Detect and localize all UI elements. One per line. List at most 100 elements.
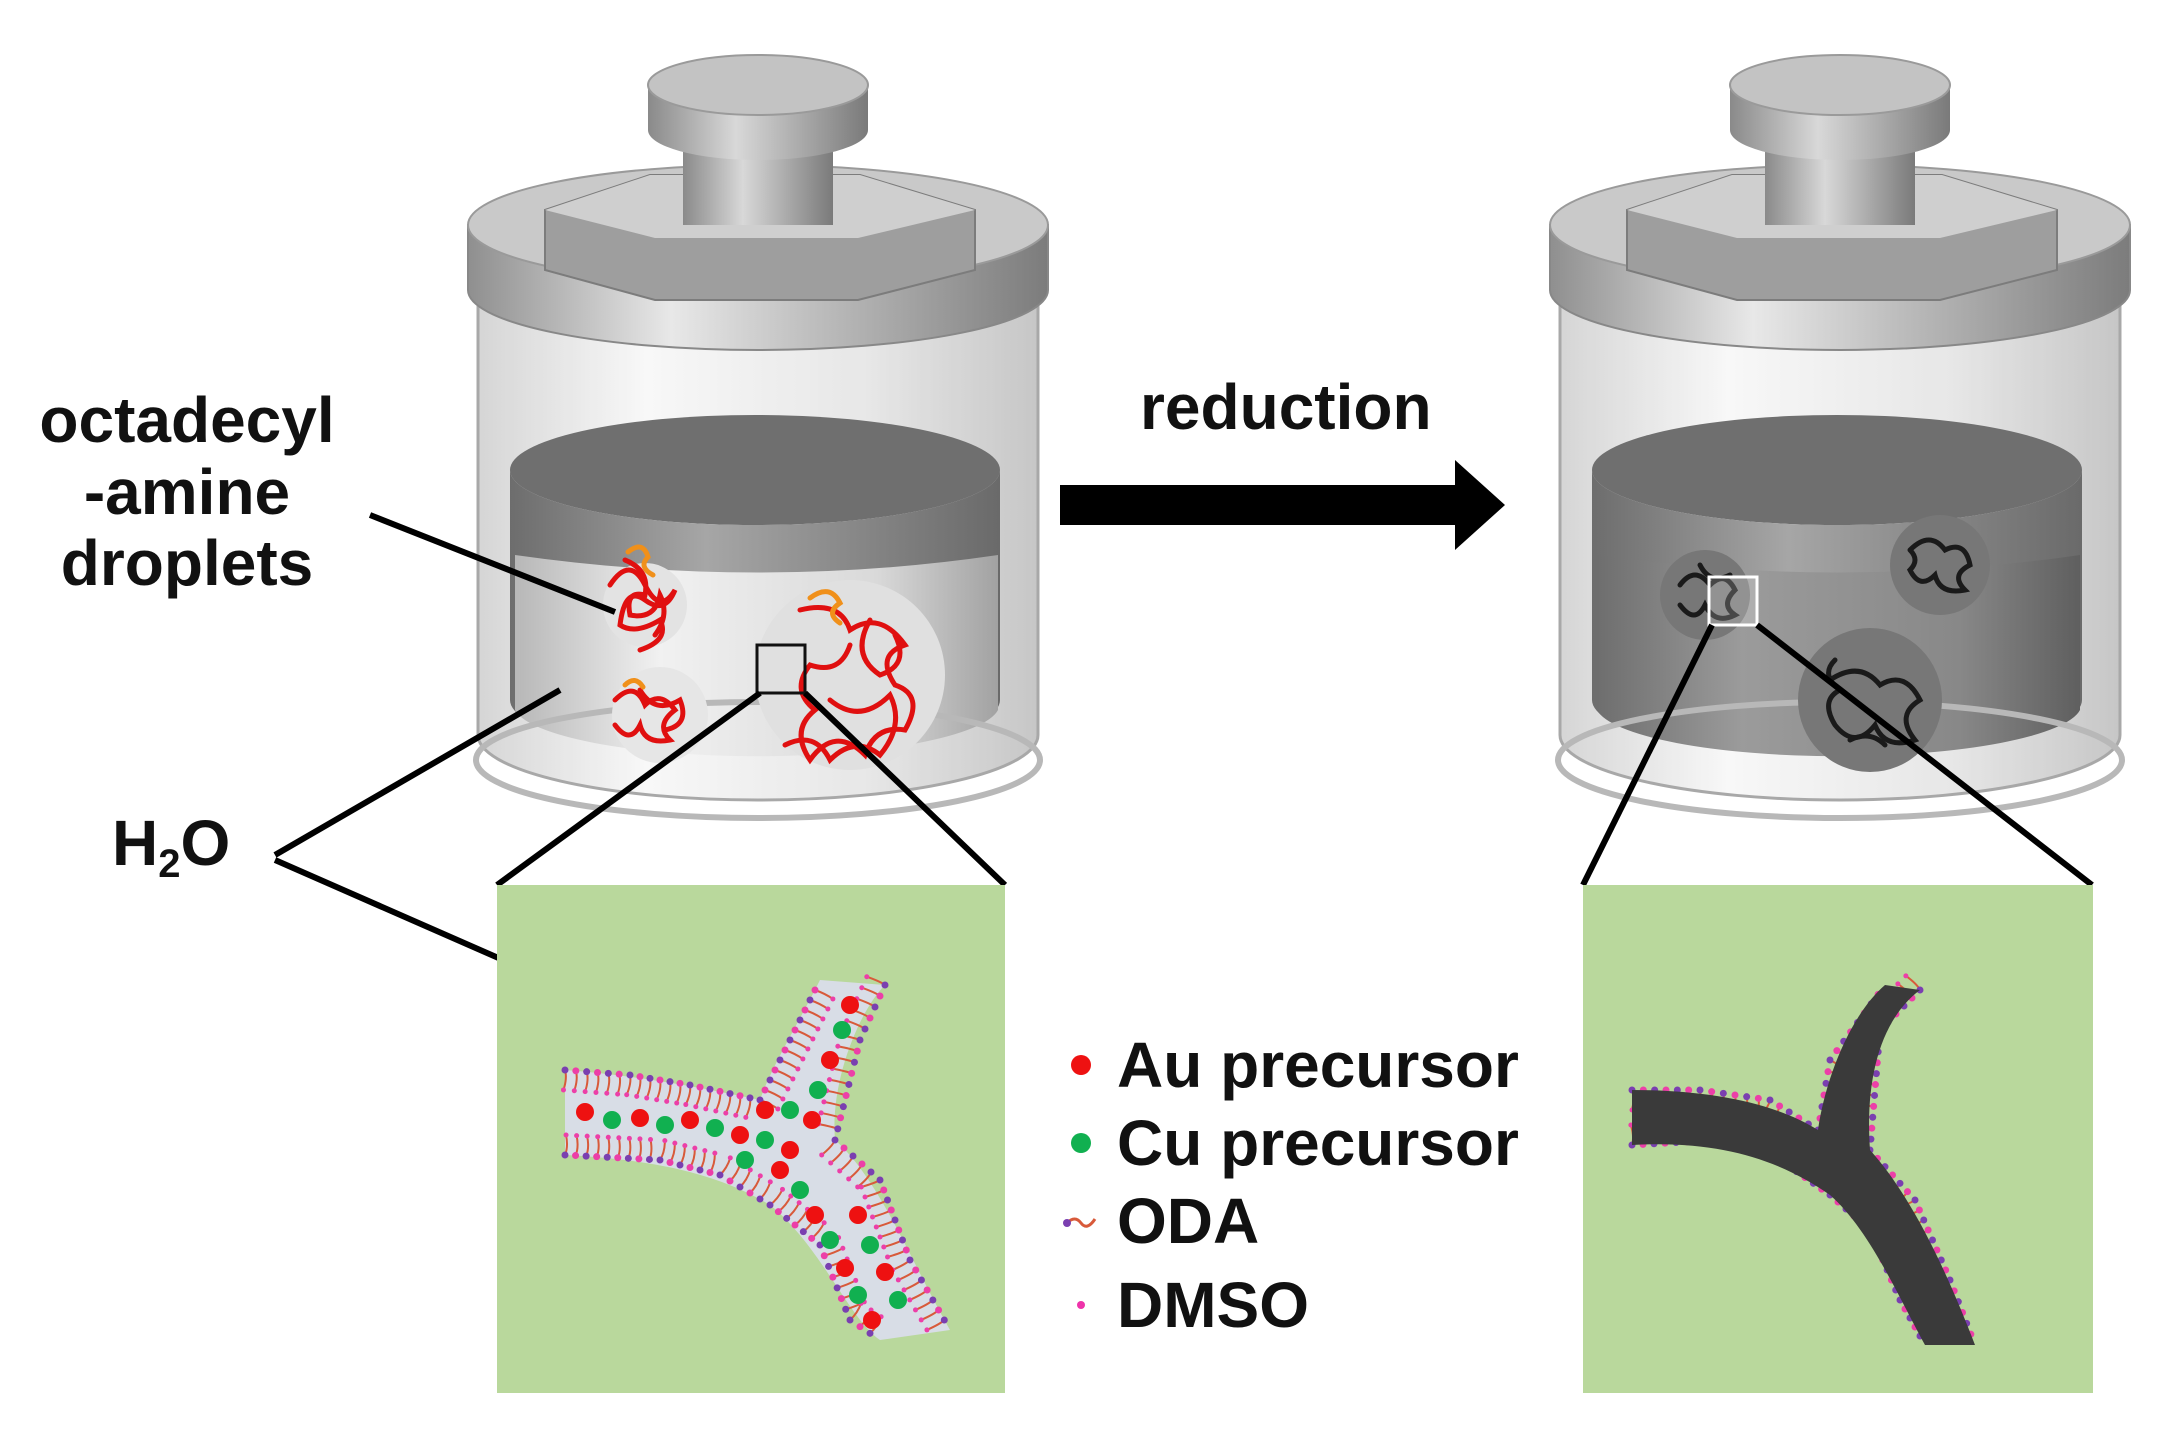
cu-precursor-particle	[791, 1181, 809, 1199]
oda-head	[1871, 1091, 1879, 1099]
oda-head	[899, 1236, 906, 1244]
cu-precursor-particle	[756, 1131, 774, 1149]
legend-item-dmso: DMSO	[1045, 1265, 1309, 1345]
dmso-dot	[810, 1036, 816, 1042]
vessel-after	[1549, 54, 2131, 821]
oda-head	[881, 981, 889, 989]
dmso-dot	[870, 1214, 876, 1220]
dmso-dot	[713, 1108, 719, 1114]
oda-head	[1871, 1081, 1879, 1089]
droplets-label-line2: -amine	[83, 455, 291, 528]
oda-head	[1824, 1068, 1832, 1076]
dmso-dot	[901, 1287, 907, 1293]
red-dot-icon	[1045, 1053, 1117, 1077]
dmso-dot	[815, 1026, 821, 1032]
dmso-dot	[595, 1134, 601, 1140]
dmso-dot	[796, 1200, 802, 1206]
dmso-dot	[785, 1086, 791, 1092]
dmso-dot	[1903, 973, 1909, 979]
dmso-dot	[574, 1133, 580, 1139]
oda-head	[940, 1316, 948, 1324]
oda-head	[786, 1036, 794, 1044]
oda-head	[806, 996, 814, 1004]
vessel-before	[467, 54, 1049, 821]
dmso-dot	[743, 1114, 749, 1120]
oda-head	[572, 1067, 580, 1075]
dmso-dot	[819, 1152, 825, 1158]
dmso-dot	[637, 1136, 643, 1142]
oda-head	[1685, 1086, 1693, 1094]
oda-head	[1719, 1089, 1727, 1097]
cu-precursor-particle	[833, 1021, 851, 1039]
au-precursor-particle	[821, 1051, 839, 1069]
dmso-dot	[826, 1077, 832, 1083]
oda-head	[856, 1036, 864, 1044]
oda-head	[842, 1092, 850, 1100]
oda-head	[884, 1196, 891, 1204]
cu-precursor-particle	[736, 1151, 754, 1169]
oda-head	[895, 1226, 903, 1234]
dmso-dot	[805, 1046, 811, 1052]
inset-precursor-channel	[497, 885, 1005, 1393]
oda-head	[811, 986, 819, 994]
dmso-dot	[790, 1076, 796, 1082]
cu-precursor-particle	[781, 1101, 799, 1119]
oda-head	[929, 1296, 937, 1304]
oda-head	[561, 1151, 569, 1159]
oda-head	[706, 1169, 714, 1176]
oda-head	[1731, 1091, 1739, 1099]
dmso-dot	[674, 1100, 680, 1106]
oda-head	[853, 1047, 861, 1055]
oda-head	[561, 1066, 569, 1074]
oda-head	[726, 1177, 734, 1185]
oda-head	[912, 1266, 920, 1274]
dmso-dot	[662, 1138, 668, 1144]
oda-head	[845, 1080, 853, 1088]
cu-precursor-particle	[603, 1111, 621, 1129]
oda-head	[696, 1166, 704, 1174]
dmso-dot	[859, 985, 865, 991]
oda-head	[582, 1152, 590, 1160]
dmso-dot	[1895, 981, 1901, 987]
cu-precursor-particle	[706, 1119, 724, 1137]
oda-head	[1933, 1246, 1941, 1254]
oda-head	[796, 1016, 804, 1024]
dmso-dot	[582, 1089, 588, 1095]
oda-head	[848, 1069, 856, 1077]
dmso-dot	[788, 1193, 794, 1199]
au-precursor-particle	[631, 1109, 649, 1127]
oda-head	[766, 1076, 774, 1084]
oda-head	[781, 1046, 789, 1054]
oda-head	[891, 1216, 899, 1224]
dmso-dot	[560, 1087, 566, 1093]
dmso-dot	[820, 1016, 826, 1022]
cu-precursor-particle	[861, 1236, 879, 1254]
dmso-dot	[873, 1224, 879, 1230]
dmso-dot	[664, 1098, 670, 1104]
oda-head	[716, 1171, 724, 1179]
oda-head	[866, 1014, 874, 1022]
oda-head	[1822, 1079, 1830, 1087]
oda-head	[646, 1074, 654, 1082]
oda-head	[856, 1323, 864, 1331]
dmso-dot	[672, 1140, 678, 1146]
dmso-dot	[846, 1176, 852, 1182]
oda-head	[849, 1152, 857, 1160]
cu-precursor-particle	[821, 1231, 839, 1249]
oda-head	[825, 1262, 833, 1270]
oda-head	[840, 1144, 848, 1152]
oda-head	[766, 1201, 774, 1209]
oda-head	[636, 1073, 644, 1081]
oda-head	[902, 1246, 910, 1254]
oda-head	[676, 1079, 684, 1087]
oda-head	[624, 1154, 632, 1162]
oda-head	[666, 1078, 674, 1086]
oda-head	[1904, 1188, 1911, 1196]
au-precursor-particle	[806, 1206, 824, 1224]
water-label-o: O	[180, 807, 231, 879]
dmso-dot	[858, 1184, 864, 1190]
dmso-dot	[757, 1173, 763, 1179]
oda-head	[858, 1160, 866, 1168]
oda-head	[686, 1164, 694, 1171]
dmso-dot	[918, 1317, 924, 1323]
